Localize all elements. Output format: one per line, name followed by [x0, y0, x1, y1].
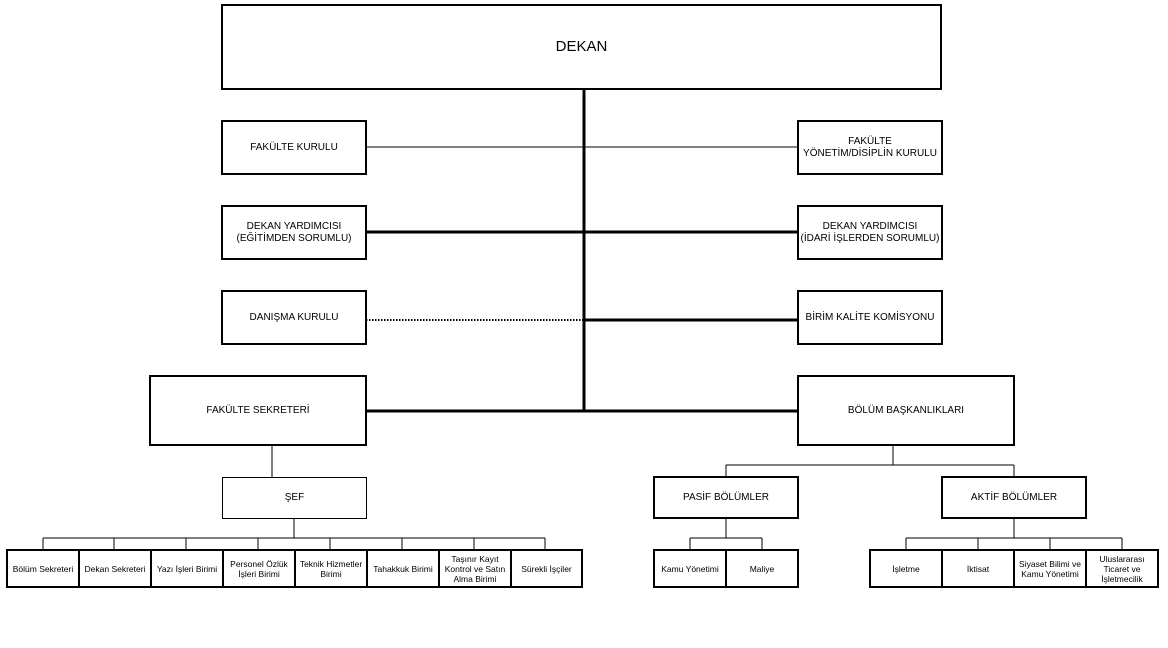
unit-label: Personel Özlük İşleri Birimi	[230, 558, 288, 579]
advisory-board-box: DANIŞMA KURULU	[221, 290, 367, 345]
passive-departments-box: PASİF BÖLÜMLER	[653, 476, 799, 519]
active-departments-box: AKTİF BÖLÜMLER	[941, 476, 1087, 519]
unit-label: Tahakkuk Birimi	[373, 563, 433, 574]
chief-box: ŞEF	[222, 477, 367, 519]
unit-box: Yazı İşleri Birimi	[150, 549, 224, 588]
vice-dean-admin-box: DEKAN YARDIMCISI (İDARİ İŞLERDEN SORUMLU…	[797, 205, 943, 260]
passive-unit-box: Maliye	[725, 549, 799, 588]
active-unit-box: İşletme	[869, 549, 943, 588]
vice-dean-education-label: DEKAN YARDIMCISI (EĞİTİMDEN SORUMLU)	[236, 220, 352, 244]
department-heads-box: BÖLÜM BAŞKANLIKLARI	[797, 375, 1015, 446]
unit-box: Taşınır Kayıt Kontrol ve Satın Alma Biri…	[438, 549, 512, 588]
passive-departments-label: PASİF BÖLÜMLER	[683, 491, 769, 503]
vice-dean-admin-label: DEKAN YARDIMCISI (İDARİ İŞLERDEN SORUMLU…	[800, 220, 940, 244]
active-unit-label: Uluslararası Ticaret ve İşletmecilik	[1099, 553, 1145, 584]
unit-label: Teknik Hizmetler Birimi	[299, 558, 363, 579]
unit-box: Dekan Sekreteri	[78, 549, 152, 588]
dean-label: DEKAN	[555, 38, 608, 55]
active-unit-box: İktisat	[941, 549, 1015, 588]
chief-label: ŞEF	[284, 492, 305, 503]
unit-label: Taşınır Kayıt Kontrol ve Satın Alma Biri…	[444, 553, 506, 584]
passive-unit-label: Maliye	[749, 563, 775, 574]
active-unit-box: Siyaset Bilimi ve Kamu Yönetimi	[1013, 549, 1087, 588]
advisory-board-label: DANIŞMA KURULU	[249, 311, 339, 323]
faculty-secretary-label: FAKÜLTE SEKRETERİ	[206, 404, 310, 416]
management-board-label: FAKÜLTE YÖNETİM/DİSİPLİN KURULU	[803, 135, 937, 159]
unit-box: Teknik Hizmetler Birimi	[294, 549, 368, 588]
unit-label: Yazı İşleri Birimi	[156, 563, 218, 574]
unit-box: Tahakkuk Birimi	[366, 549, 440, 588]
active-unit-label: İşletme	[892, 563, 920, 574]
unit-box: Sürekli İşçiler	[510, 549, 583, 588]
unit-label: Bölüm Sekreteri	[12, 563, 74, 574]
active-unit-box: Uluslararası Ticaret ve İşletmecilik	[1085, 549, 1159, 588]
passive-unit-label: Kamu Yönetimi	[661, 563, 719, 574]
active-departments-label: AKTİF BÖLÜMLER	[970, 491, 1058, 503]
active-unit-label: İktisat	[966, 563, 990, 574]
active-unit-label: Siyaset Bilimi ve Kamu Yönetimi	[1019, 558, 1081, 579]
faculty-board-box: FAKÜLTE KURULU	[221, 120, 367, 175]
passive-unit-box: Kamu Yönetimi	[653, 549, 727, 588]
unit-label: Sürekli İşçiler	[521, 563, 572, 574]
management-board-box: FAKÜLTE YÖNETİM/DİSİPLİN KURULU	[797, 120, 943, 175]
quality-commission-label: BİRİM KALİTE KOMİSYONU	[805, 311, 935, 323]
quality-commission-box: BİRİM KALİTE KOMİSYONU	[797, 290, 943, 345]
unit-box: Bölüm Sekreteri	[6, 549, 80, 588]
dean-box: DEKAN	[221, 4, 942, 90]
faculty-board-label: FAKÜLTE KURULU	[250, 141, 338, 153]
vice-dean-education-box: DEKAN YARDIMCISI (EĞİTİMDEN SORUMLU)	[221, 205, 367, 260]
faculty-secretary-box: FAKÜLTE SEKRETERİ	[149, 375, 367, 446]
unit-box: Personel Özlük İşleri Birimi	[222, 549, 296, 588]
department-heads-label: BÖLÜM BAŞKANLIKLARI	[847, 404, 965, 416]
unit-label: Dekan Sekreteri	[84, 563, 146, 574]
